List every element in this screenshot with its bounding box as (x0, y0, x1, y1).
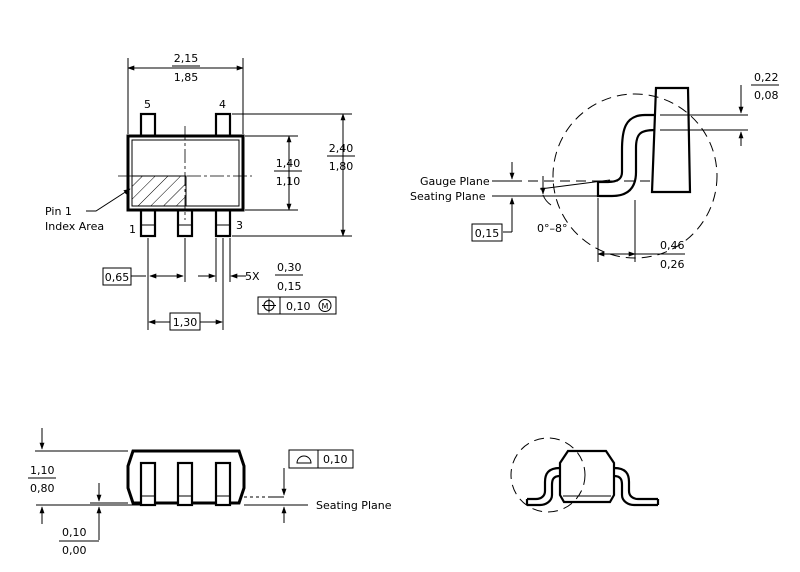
width-min: 1,85 (174, 71, 199, 84)
lead-1 (139, 208, 157, 238)
detail-lead (596, 113, 656, 198)
end-lead-left-inner (527, 474, 561, 507)
body-height-max: 1,40 (276, 157, 301, 170)
side-seating-plane-label: Seating Plane (316, 499, 392, 512)
coplanarity-frame (288, 449, 354, 469)
side-body (126, 449, 246, 505)
gauge-offset-box (471, 223, 503, 242)
end-body (558, 449, 616, 504)
standoff-max: 0,10 (62, 526, 87, 539)
pitch-value: 0,65 (105, 271, 130, 284)
pin1-index-area (131, 175, 187, 207)
standoff-min: 0,00 (62, 544, 87, 557)
lead-4 (214, 112, 232, 138)
end-lead-right-inner (613, 474, 658, 507)
index-label-line1: Pin 1 (45, 205, 72, 218)
pin-1-label: 1 (129, 223, 136, 236)
lead-count-prefix: 5X (245, 270, 260, 283)
detail-body (650, 86, 692, 194)
profile-icon (296, 455, 312, 464)
side-height-max: 1,10 (30, 464, 55, 477)
body-height-min: 1,10 (276, 175, 301, 188)
span-box (169, 312, 201, 331)
gauge-plane-label: Gauge Plane (420, 175, 490, 188)
lead-thickness-min: 0,08 (754, 89, 779, 102)
end-lead-left-outer (527, 466, 561, 501)
pin-4-label: 4 (219, 98, 226, 111)
gauge-offset-value: 0,15 (475, 227, 500, 240)
overall-height-min: 1,80 (329, 160, 354, 173)
foot-length-min: 0,26 (660, 258, 685, 271)
end-detail-circle (510, 437, 586, 513)
index-label-line2: Index Area (45, 220, 104, 233)
angle-value: 0°–8° (537, 222, 568, 235)
side-lead-1 (139, 461, 157, 507)
pin-3-label: 3 (236, 219, 243, 232)
width-max: 2,15 (174, 52, 199, 65)
position-tolerance-frame (257, 296, 337, 315)
overall-height-max: 2,40 (329, 142, 354, 155)
top-view: 2,15 1,85 2,40 1,80 1,40 1,10 5 4 1 3 Pi… (45, 52, 355, 331)
lead-5 (139, 112, 157, 138)
side-lead-2 (176, 461, 194, 507)
package-body (126, 134, 245, 212)
index-leader (86, 188, 131, 212)
side-view: 1,10 0,80 0,10 0,00 0,10 Seating Plane (28, 428, 392, 557)
lead-thickness-max: 0,22 (754, 71, 779, 84)
lead-width-min: 0,15 (277, 280, 302, 293)
end-view (510, 437, 660, 513)
mmc-icon (318, 299, 332, 312)
lead-3 (214, 208, 232, 238)
lead-width-max: 0,30 (277, 261, 302, 274)
side-height-min: 0,80 (30, 482, 55, 495)
seating-plane-label: Seating Plane (410, 190, 486, 203)
end-lead-right-outer (613, 466, 658, 501)
pin-5-label: 5 (144, 98, 151, 111)
lead-detail-view: 0,22 0,08 Gauge Plane Seating Plane 0,15… (410, 71, 779, 271)
span-value: 1,30 (173, 316, 198, 329)
material-condition: M (322, 302, 329, 311)
side-lead-3 (214, 461, 232, 507)
foot-length-max: 0,46 (660, 239, 685, 252)
coplanarity-value: 0,10 (323, 453, 348, 466)
position-tolerance-value: 0,10 (286, 300, 311, 313)
